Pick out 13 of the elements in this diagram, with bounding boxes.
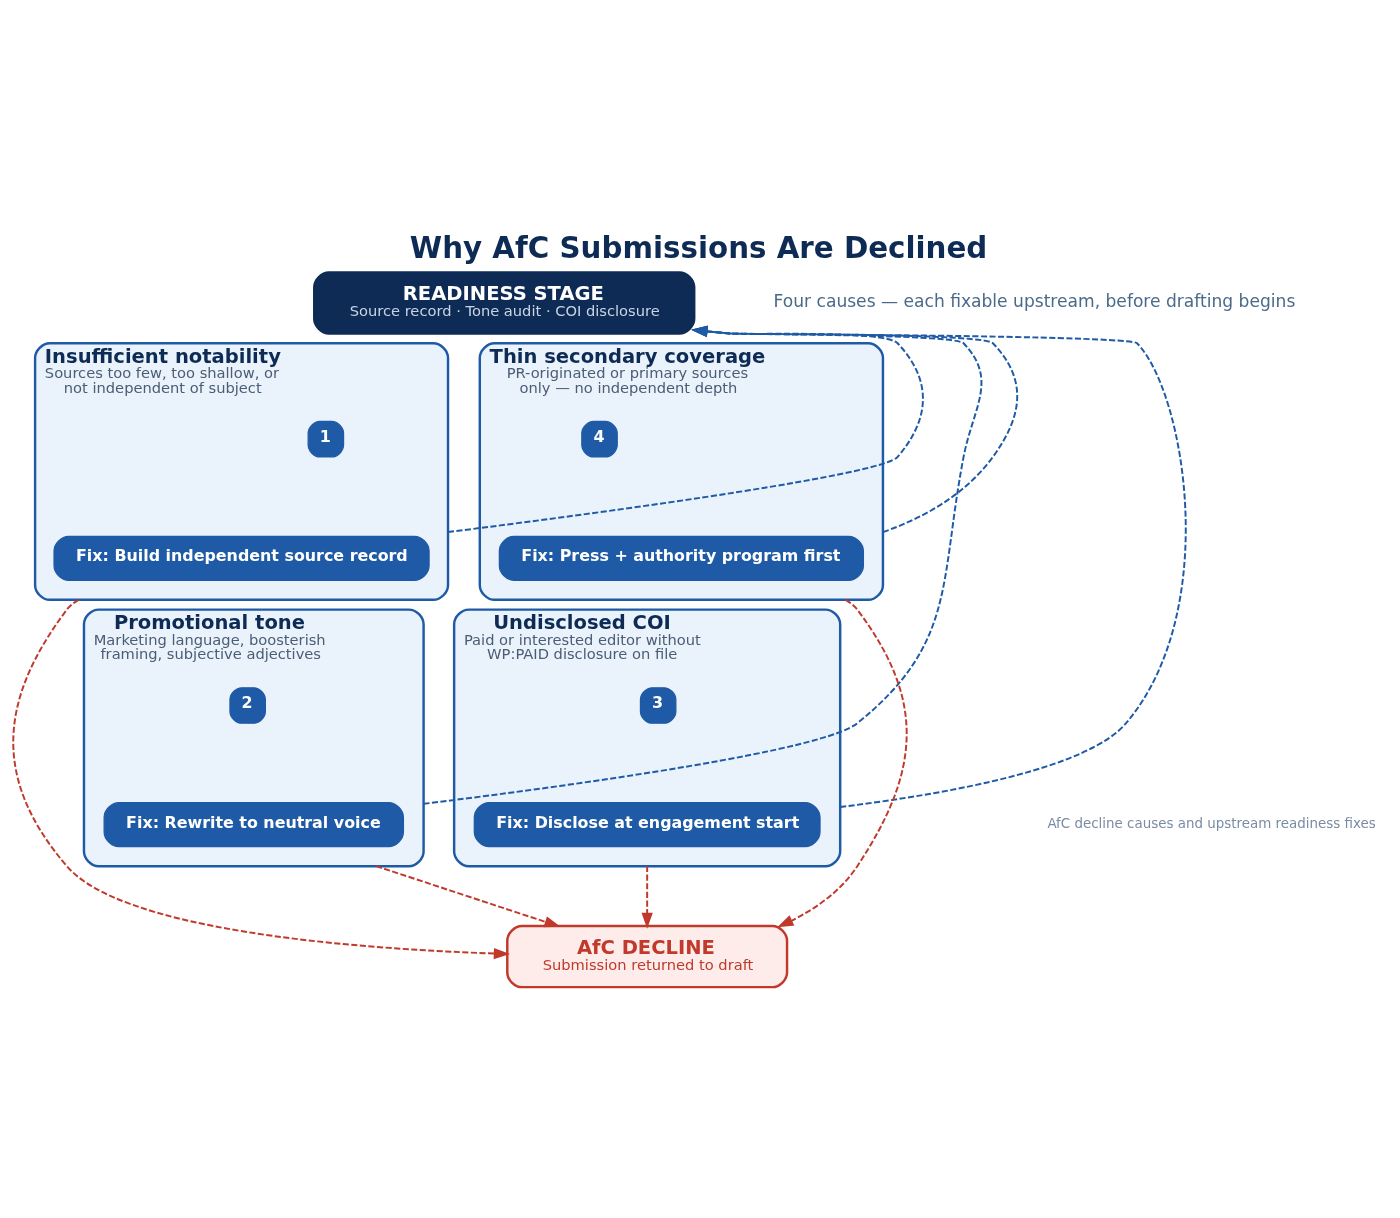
node-box: Fix: Build independent source record bbox=[53, 535, 430, 581]
diagram-title: Why AfC Submissions Are Declined bbox=[409, 231, 988, 266]
label: Four causes — each fixable upstream, before drafting begins bbox=[773, 291, 1296, 312]
arrow bbox=[375, 865, 561, 928]
node-box: Fix: Disclose at engagement start bbox=[473, 802, 821, 848]
arrow bbox=[12, 598, 510, 960]
label: AfC decline causes and upstream readiness fixes bbox=[1047, 816, 1376, 832]
node-box: READINESS STAGE Source record · Tone audit · COI disclosure bbox=[313, 271, 696, 335]
node-box: Fix: Press + authority program first bbox=[498, 535, 864, 581]
node-box: AfC DECLINE Submission returned to draft bbox=[506, 924, 789, 989]
node-box: Fix: Rewrite to neutral voice bbox=[103, 802, 405, 848]
arrow bbox=[641, 865, 653, 929]
arrow bbox=[777, 598, 908, 928]
